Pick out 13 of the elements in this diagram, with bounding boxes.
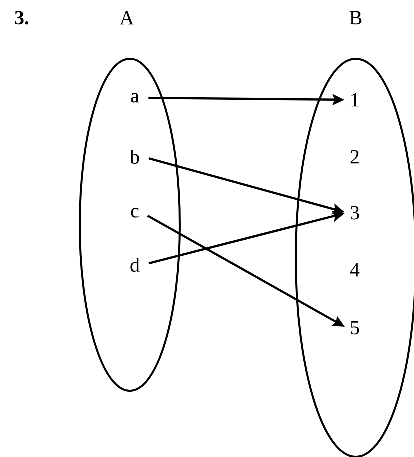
set-label: A <box>120 11 134 25</box>
element-label: d <box>130 258 140 272</box>
element-label: 4 <box>350 263 360 277</box>
element-label: 5 <box>351 321 360 335</box>
element-label: 3 <box>350 206 360 220</box>
set-ellipse <box>79 58 181 392</box>
element-label: 2 <box>350 150 359 164</box>
element-label: a <box>131 93 140 103</box>
element-label: b <box>130 150 140 164</box>
set-label: B <box>350 11 362 25</box>
item-number: 3. <box>15 11 29 25</box>
element-label: 1 <box>352 93 359 107</box>
element-label: c <box>131 208 139 218</box>
